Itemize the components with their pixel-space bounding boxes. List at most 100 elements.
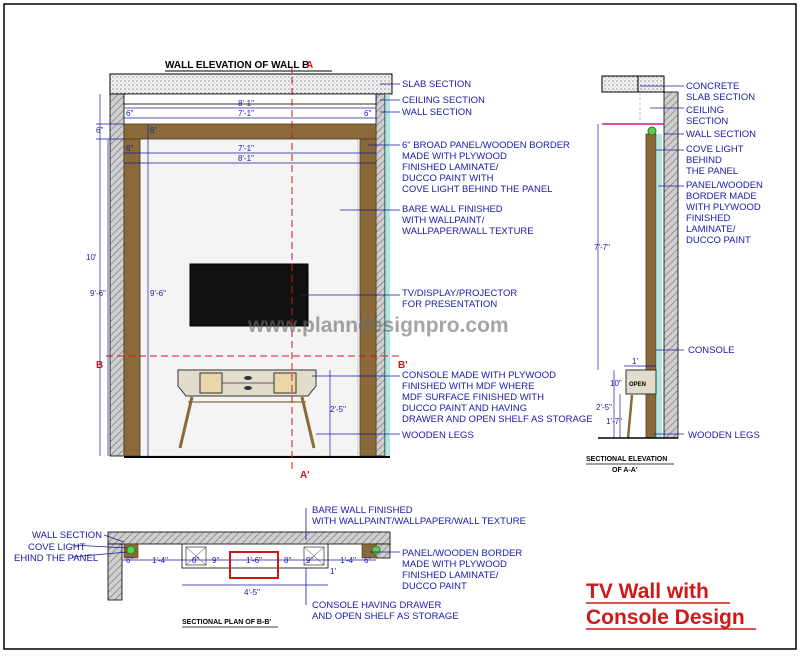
section-label-ceiling-line1: CEILING (686, 105, 724, 116)
plan-cove-light-left-icon (126, 545, 136, 555)
plan-label-bare-line2: WITH WALLPAINT/WALLPAPER/WALL TEXTURE (312, 516, 526, 527)
dim-console-depth: 1' (632, 357, 638, 366)
dim-border-left-top: 6" (126, 109, 133, 118)
dim-border-height-inner: 6" (150, 126, 157, 135)
label-panel-line2: MADE WITH PLYWOOD (402, 151, 507, 162)
dim-width-outer-mid: 8'-1" (238, 154, 254, 163)
drawing-border (3, 3, 797, 650)
section-label-panel-line3: WITH PLYWOOD (686, 202, 761, 213)
label-slab-section: SLAB SECTION (402, 79, 471, 90)
section-label-legs: WOODEN LEGS (688, 430, 760, 441)
dim-width-inner-top: 7'-1" (238, 109, 254, 118)
section-label-cove-line1: COVE LIGHT (686, 144, 744, 155)
plan-dim-right-shelf: 9" (306, 556, 313, 565)
plan-label-wall: WALL SECTION (32, 530, 102, 541)
plan-label-cove-line1: COVE LIGHT (28, 542, 86, 553)
console-leg-left (178, 396, 194, 449)
label-console-line2: FINISHED WITH MDF WHERE (402, 381, 534, 392)
plan-wall-section (107, 531, 391, 545)
section-elevation-title-line2: OF A-A' (612, 467, 638, 474)
dim-height-total: 10' (86, 253, 97, 262)
section-label-cove-line2: BEHIND (686, 155, 722, 166)
slab-section (109, 73, 393, 95)
dim-leg-height: 1'-7" (606, 417, 622, 426)
brand-title-line1: TV Wall with (586, 580, 709, 603)
dim-console-thickness: 10" (610, 379, 622, 388)
plan-left-wall (107, 543, 123, 601)
drawer-knob-top (244, 376, 252, 380)
dim-width-outer-top: 8'-1" (238, 99, 254, 108)
dim-height-wall-inner: 9'-6" (150, 289, 166, 298)
dim-border-height: 6" (96, 126, 103, 135)
console-open-shelf-right (273, 372, 297, 394)
section-label-wall: WALL SECTION (686, 129, 756, 140)
left-wall-section (109, 93, 125, 457)
watermark: www.planndesignpro.com (247, 314, 509, 337)
section-label-panel-line4: FINISHED (686, 213, 730, 224)
section-label-console: CONSOLE (688, 345, 734, 356)
plan-dim-left-shelf: 8" (192, 556, 199, 565)
label-panel-line1: 6" BROAD PANEL/WOODEN BORDER (402, 140, 570, 151)
label-panel-line5: COVE LIGHT BEHIND THE PANEL (402, 184, 552, 195)
plan-cove-light-right-icon (371, 545, 381, 555)
right-wall-section (375, 93, 386, 457)
section-label-panel-line5: LAMINATE/ (686, 224, 736, 235)
section-label-panel-line6: DUCCO PAINT (686, 235, 751, 246)
dim-width-inner-mid: 7'-1" (238, 144, 254, 153)
section-label-cove-line3: THE PANEL (686, 166, 738, 177)
plan-dim-tv: 1'-6" (246, 556, 262, 565)
label-bare-wall-line1: BARE WALL FINISHED (402, 204, 503, 215)
section-dimension-lines (597, 124, 656, 438)
elevation-title: WALL ELEVATION OF WALL B (165, 60, 309, 71)
label-panel-line3: FINISHED LAMINATE/ (402, 162, 499, 173)
open-shelf-label: OPEN (629, 382, 646, 388)
section-wall (663, 91, 679, 439)
section-label-panel-line2: BORDER MADE (686, 191, 757, 202)
section-label-concrete-line1: CONCRETE (686, 81, 739, 92)
dim-height-wall: 9'-6" (90, 289, 106, 298)
label-console-line1: CONSOLE MADE WITH PLYWOOD (402, 370, 556, 381)
label-wall-section: WALL SECTION (402, 107, 472, 118)
label-bare-wall-line3: WALLPAPER/WALL TEXTURE (402, 226, 534, 237)
concrete-slab-section (601, 75, 639, 93)
brand-title-line2: Console Design (586, 606, 745, 629)
ceiling-section (123, 93, 377, 105)
dim-border-left-mid: 6" (126, 144, 133, 153)
label-bare-wall-line2: WITH WALLPAINT/ (402, 215, 485, 226)
label-console-line4: DUCCO PAINT AND HAVING (402, 403, 527, 414)
label-console-line3: MDF SURFACE FINISHED WITH (402, 392, 544, 403)
label-console-line5: DRAWER AND OPEN SHELF AS STORAGE (402, 414, 593, 425)
plan-tv-outline (229, 551, 279, 579)
glass-strip (385, 94, 390, 456)
section-leaders (640, 85, 684, 435)
plan-label-bare-line1: BARE WALL FINISHED (312, 505, 413, 516)
section-mark-a: A (306, 60, 313, 71)
plan-label-cove-line2: EHIND THE PANEL (14, 553, 98, 564)
plan-dim-right-panel: 6" (364, 556, 371, 565)
plan-dim-right-drawer: 8" (284, 556, 291, 565)
plan-label-console-line2: AND OPEN SHELF AS STORAGE (312, 611, 459, 622)
plan-leaders (71, 508, 400, 605)
plan-dim-console-width: 4'-5" (244, 588, 260, 597)
plan-dim-left-drawer: 9" (212, 556, 219, 565)
console-open-shelf-left (199, 372, 223, 394)
section-leg-front (626, 394, 634, 439)
drawer-knob-bottom (244, 386, 252, 390)
plan-label-console-line1: CONSOLE HAVING DRAWER (312, 600, 441, 611)
cove-light-icon (647, 126, 657, 136)
label-tv-line2: FOR PRESENTATION (402, 299, 497, 310)
section-mark-b: B (96, 360, 103, 371)
dim-section-height: 7'-7" (594, 243, 610, 252)
plan-label-panel-line3: FINISHED LAMINATE/ (402, 570, 499, 581)
label-wooden-legs: WOODEN LEGS (402, 430, 474, 441)
tv-display (189, 263, 309, 327)
plan-dim-left-gap: 1'-4" (152, 556, 168, 565)
section-label-panel-line1: PANEL/WOODEN (686, 180, 763, 191)
section-mark-b-prime: B' (398, 360, 408, 371)
dim-console-height: 2'-5" (330, 405, 346, 414)
dim-section-console-height: 2'-5" (596, 403, 612, 412)
label-panel-line4: DUCCO PAINT WITH (402, 173, 494, 184)
section-console (625, 369, 657, 395)
